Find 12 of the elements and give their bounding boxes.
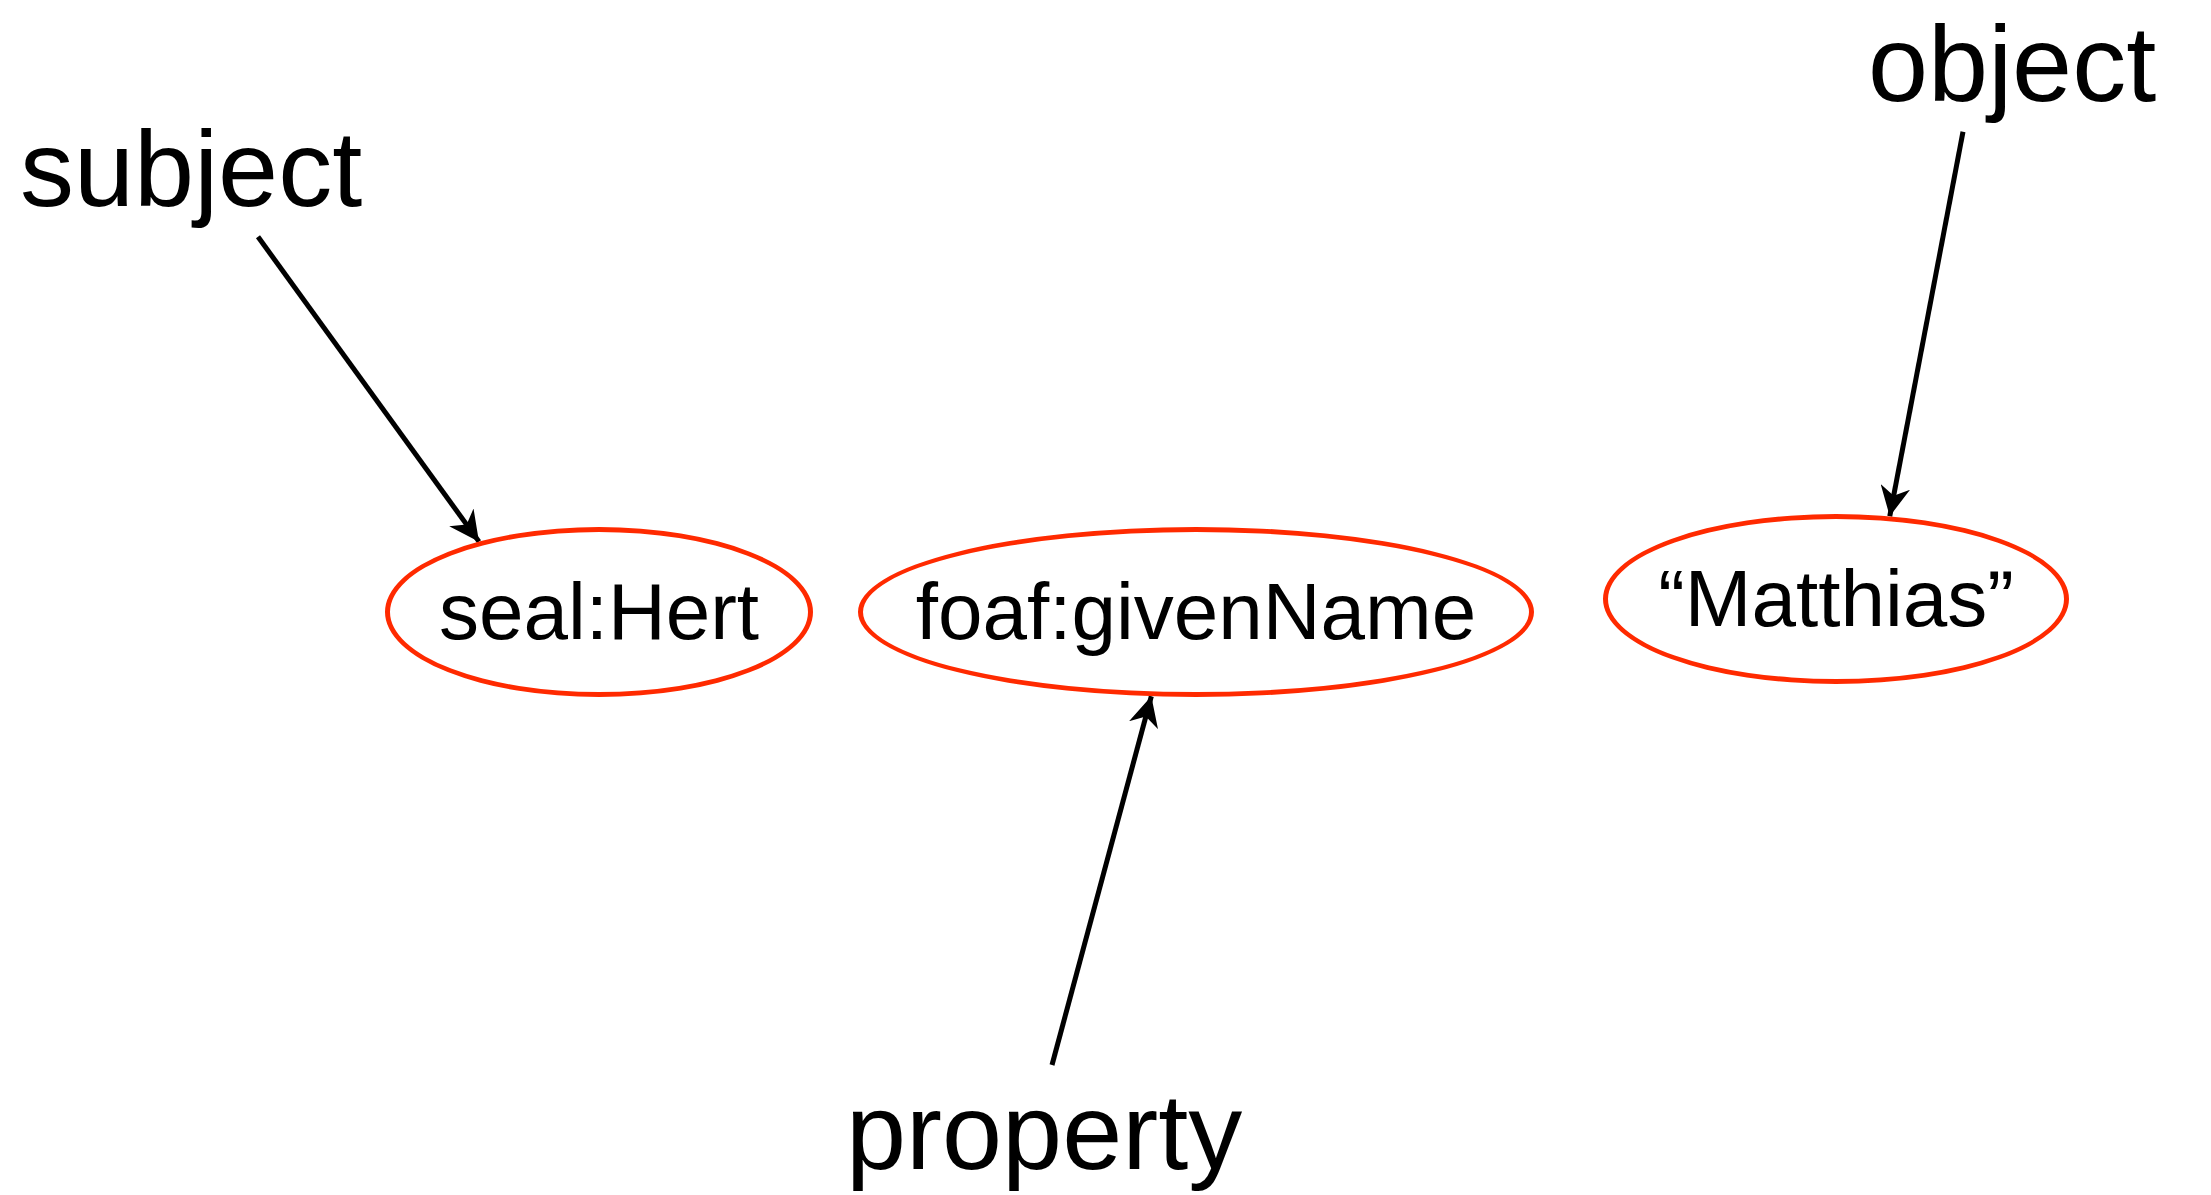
arrow — [255, 235, 481, 544]
arrow — [1049, 695, 1158, 1066]
arrow — [1880, 131, 1966, 517]
callout-label: object — [1868, 5, 2157, 124]
ellipse-node — [858, 527, 1534, 697]
callout-label: property — [846, 1073, 1243, 1192]
callout-label: subject — [20, 110, 363, 229]
node-label: “Matthias” — [1658, 555, 2014, 643]
ellipse-node — [385, 527, 813, 697]
node-label: seal:Hert — [438, 568, 760, 656]
ellipse-node — [1603, 514, 2069, 684]
node-label: foaf:givenName — [915, 568, 1477, 656]
